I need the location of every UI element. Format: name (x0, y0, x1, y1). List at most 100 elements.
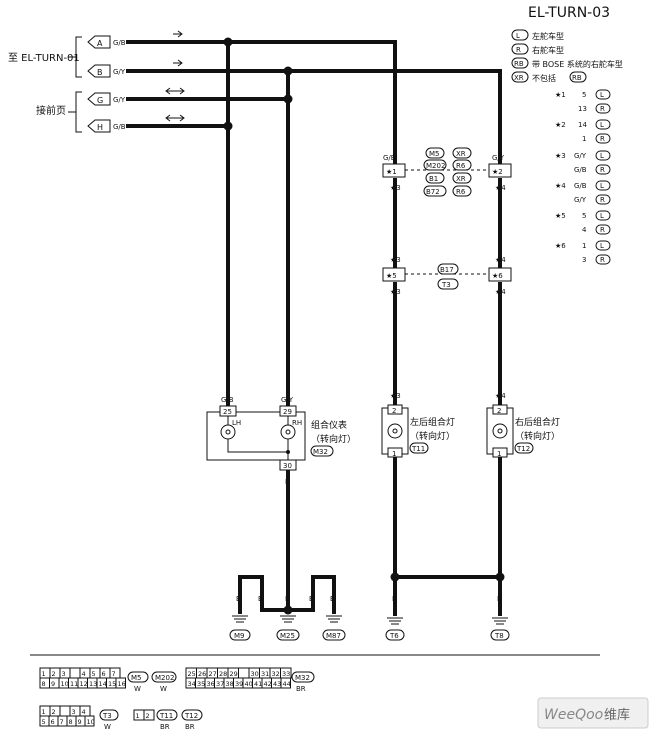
c2-color: BR (296, 685, 306, 693)
c2-top-pin: 29 (230, 670, 238, 678)
svg-text:G/Y: G/Y (281, 396, 294, 404)
legend: L 左舵车型 R 右舵车型 RB 带 BOSE 系统的右舵车型 XR 不包括 R… (511, 29, 623, 83)
ground-T8: T8 (490, 617, 510, 641)
svg-text:★4: ★4 (495, 184, 506, 192)
svg-text:G/B: G/B (113, 123, 126, 131)
c2-top-pin: 32 (272, 670, 280, 678)
c2-top-pin: 31 (261, 670, 269, 678)
svg-text:M9: M9 (234, 632, 245, 640)
c3-bottom-pin: 9 (78, 718, 82, 726)
svg-text:★1: ★1 (386, 168, 397, 176)
c1-top-pin: 7 (112, 670, 116, 678)
c2-bottom-pin: 34 (188, 680, 196, 688)
watermark-suffix: 维库 (604, 707, 630, 723)
c1-bottom-pin: 9 (51, 680, 55, 688)
c4-pin: 1 (136, 712, 140, 720)
svg-text:B: B (392, 595, 397, 603)
c2-top-pin: 25 (188, 670, 196, 678)
svg-text:LH: LH (232, 419, 241, 427)
c1-top-pin: 5 (92, 670, 96, 678)
c1-bottom-pin: 16 (118, 680, 126, 688)
watermark-brand: WeeQoo (544, 707, 603, 723)
svg-text:R: R (600, 196, 605, 204)
svg-text:B: B (309, 595, 314, 603)
c3-bottom-pin: 6 (51, 718, 55, 726)
svg-text:B: B (285, 478, 290, 486)
ground-M87: M87 (322, 615, 346, 641)
svg-text:★3: ★3 (555, 152, 566, 160)
svg-text:B72: B72 (426, 188, 440, 196)
c1-top-cell (69, 667, 81, 679)
svg-text:1: 1 (582, 242, 586, 250)
c1-bottom-cell (115, 677, 126, 689)
c3-bottom-pin: 7 (60, 718, 64, 726)
c2-bottom-pin: 39 (235, 680, 243, 688)
svg-text:5: 5 (582, 212, 586, 220)
svg-text:B1: B1 (429, 175, 438, 183)
svg-text:★3: ★3 (390, 256, 401, 264)
svg-text:G/Y: G/Y (113, 68, 126, 76)
svg-text:T12: T12 (516, 445, 530, 453)
c1-bottom-pin: 12 (80, 680, 88, 688)
svg-text:G: G (97, 96, 103, 105)
combination-meter: G/B G/Y 25 29 LH RH 30 B 组合仪表 （转向灯） M32 (206, 396, 356, 486)
c3-top-pin: 3 (72, 708, 76, 716)
c3-top-pin: 1 (42, 708, 46, 716)
svg-text:1: 1 (392, 450, 396, 458)
svg-text:M87: M87 (326, 632, 341, 640)
c4-pin: 2 (146, 712, 150, 720)
svg-text:G/Y: G/Y (113, 96, 126, 104)
c3-code (99, 709, 119, 721)
c1-top-pin: 6 (102, 670, 106, 678)
svg-text:★4: ★4 (495, 288, 506, 296)
c3-bottom-pin: 5 (42, 718, 46, 726)
svg-text:★4: ★4 (555, 182, 566, 190)
c2-bottom-pin: 37 (216, 680, 224, 688)
c3-top-cell (59, 705, 71, 717)
svg-text:XR: XR (456, 175, 466, 183)
wires (126, 40, 502, 616)
svg-text:H: H (97, 123, 103, 132)
c1-top-pin: 3 (62, 670, 66, 678)
connector-A: A G/B (87, 35, 126, 49)
svg-text:T11: T11 (411, 445, 425, 453)
svg-text:★5: ★5 (555, 212, 566, 220)
svg-text:★6: ★6 (555, 242, 566, 250)
svg-text:右后组合灯: 右后组合灯 (515, 416, 560, 428)
top-connector: G/B G/Y ★1 ★2 ★3 ★4 M5 XR M202 R6 B1 XR … (382, 147, 512, 197)
svg-text:L: L (600, 121, 604, 129)
svg-text:25: 25 (223, 408, 232, 416)
svg-text:1: 1 (497, 450, 501, 458)
svg-text:★3: ★3 (390, 288, 401, 296)
c4-color: BR (160, 723, 170, 731)
svg-text:RH: RH (292, 419, 302, 427)
svg-text:4: 4 (582, 226, 587, 234)
right-rear-lamp: ★4 2 1 右后组合灯 （转向灯） T12 (486, 392, 560, 458)
svg-text:B17: B17 (440, 266, 454, 274)
svg-text:★3: ★3 (390, 392, 401, 400)
c4-code (156, 709, 178, 721)
c2-bottom-pin: 41 (254, 680, 262, 688)
c1-bottom-pin: 8 (42, 680, 46, 688)
svg-text:2: 2 (392, 407, 396, 415)
svg-text:RB: RB (514, 60, 524, 68)
svg-text:14: 14 (578, 121, 587, 129)
ground-M9: M9 (229, 615, 251, 641)
c1-code-text: M5 (131, 674, 142, 682)
svg-text:★5: ★5 (386, 272, 397, 280)
svg-text:组合仪表: 组合仪表 (311, 419, 347, 431)
svg-text:A: A (97, 39, 103, 48)
c2-bottom-pin: 44 (283, 680, 291, 688)
c2-bottom-pin: 42 (264, 680, 272, 688)
svg-text:★3: ★3 (390, 184, 401, 192)
ground-M25: M25 (276, 615, 300, 641)
c1b-color: W (160, 685, 167, 693)
c3-top-pin: 4 (82, 708, 86, 716)
c2-top-pin: 27 (209, 670, 217, 678)
svg-text:R6: R6 (456, 162, 466, 170)
